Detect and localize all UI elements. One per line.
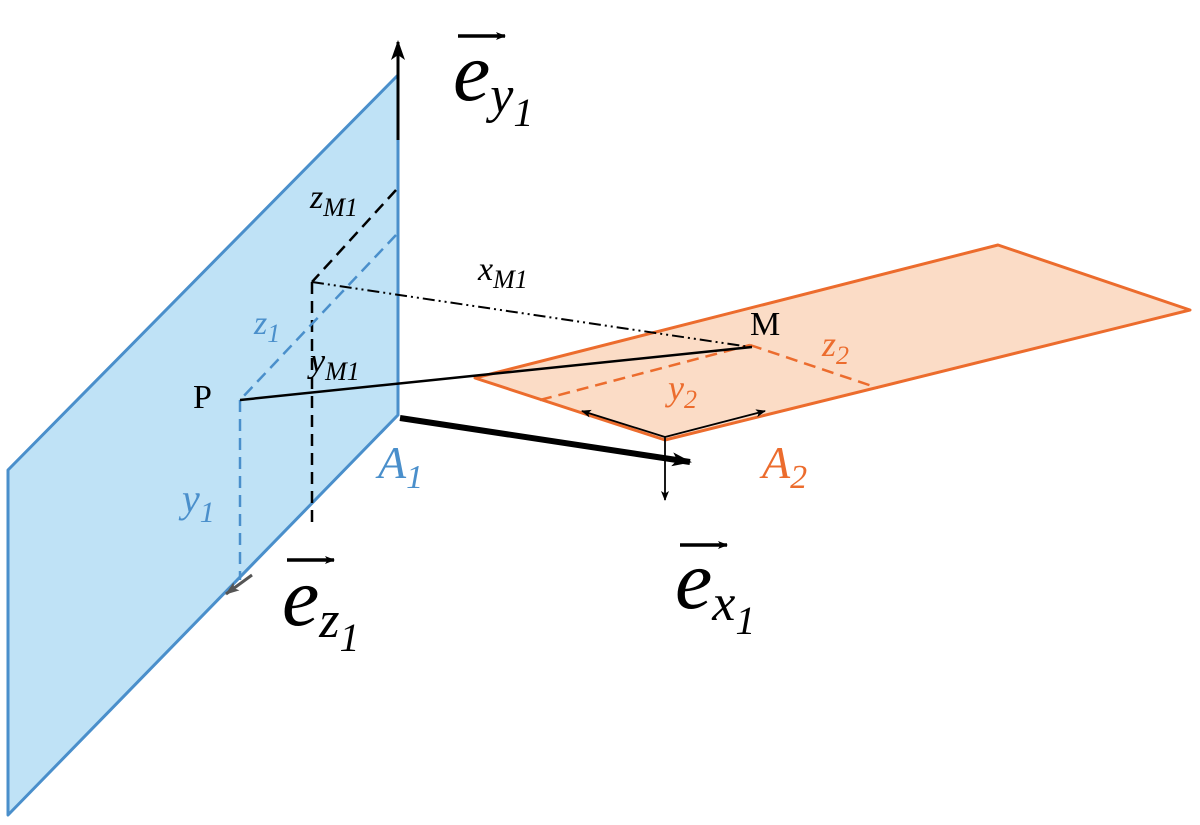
ez1-axis-arrow [225, 573, 253, 596]
ex1-axis-arrow [399, 415, 692, 467]
z2-dashed-line [749, 343, 879, 390]
plane-a2 [473, 243, 1192, 442]
point-m-label: M [750, 306, 780, 343]
z-m1-label: zM1 [309, 179, 358, 222]
a2-right-edge-arrow [664, 409, 766, 438]
a2-label: A2 [759, 437, 807, 496]
plane-a1 [6, 73, 400, 817]
y-m1-label: yM1 [307, 343, 360, 386]
ex1-label: ex1 [675, 534, 755, 643]
z1-label: z1 [253, 305, 280, 348]
p-to-m-line [239, 345, 753, 402]
a2-left-edge-arrow [581, 409, 666, 438]
x-m1-dashdot-line [311, 281, 751, 348]
ez1-label: ez1 [282, 551, 360, 660]
ey1-label: ey1 [453, 26, 533, 135]
y2-dashed-line [539, 343, 751, 402]
point-p-label: P [193, 379, 212, 416]
y1-label: y1 [178, 476, 215, 529]
x-m1-label: xM1 [477, 251, 528, 294]
z-m1-dashed-line [311, 189, 397, 283]
z2-label: z2 [821, 324, 849, 370]
a1-label: A1 [375, 437, 423, 496]
y2-label: y2 [665, 368, 697, 414]
